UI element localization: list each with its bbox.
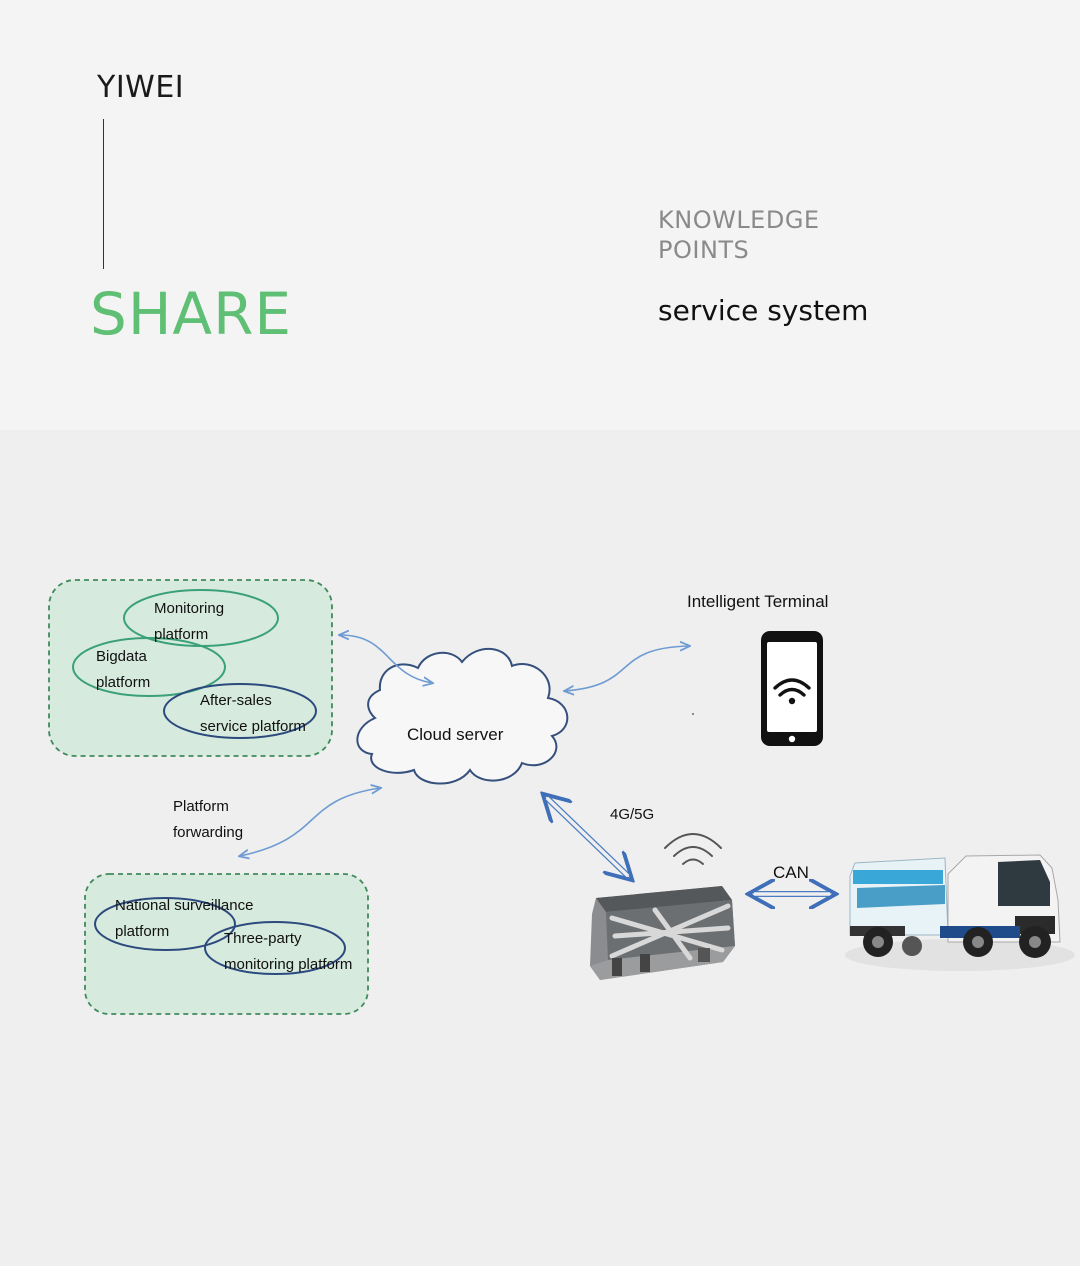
arrow-cloud-forwarding: [240, 788, 380, 856]
knowledge-points-label: KNOWLEDGE POINTS: [658, 205, 820, 265]
share-title: SHARE: [90, 280, 293, 348]
service-system-diagram: Monitoring platform Bigdata platform Aft…: [0, 430, 1080, 1266]
cloud-server-label: Cloud server: [407, 725, 504, 744]
monitoring-platform-line2: platform: [154, 626, 209, 643]
platform-forwarding-line2: forwarding: [173, 824, 244, 841]
bigdata-platform-line1: Bigdata: [96, 648, 147, 665]
phone-wifi-icon: [761, 631, 823, 746]
vertical-divider: [103, 119, 104, 269]
aftersales-platform-line2: service platform: [200, 718, 306, 735]
national-platform-line2: platform: [115, 923, 170, 940]
sweeper-truck-icon: [845, 854, 1075, 971]
stray-dot: [692, 713, 694, 715]
header-section: YIWEI SHARE KNOWLEDGE POINTS service sys…: [0, 0, 1080, 430]
three-party-platform-line2: monitoring platform: [224, 956, 353, 973]
bigdata-platform-label: Bigdata platform: [96, 644, 150, 696]
wireless-signal-icon: [664, 833, 722, 865]
aftersales-platform-ellipse: [163, 683, 317, 739]
bottom-platform-group: [84, 873, 369, 1015]
national-platform-label: National surveillance platform: [115, 893, 253, 945]
three-party-platform-line1: Three-party: [224, 930, 302, 947]
diagram-graphics: [48, 579, 1075, 1015]
section-subtitle: service system: [658, 294, 869, 327]
brand-name: YIWEI: [97, 70, 185, 105]
arrow-cloud-device: [547, 798, 628, 876]
intelligent-terminal-label: Intelligent Terminal: [687, 592, 829, 611]
platform-forwarding-label: Platform forwarding: [173, 794, 243, 846]
arrow-platforms-cloud: [340, 635, 432, 683]
monitoring-platform-label: Monitoring platform: [154, 596, 224, 648]
national-platform-line1: National surveillance: [115, 897, 254, 914]
can-bus-label: CAN: [773, 863, 809, 882]
knowledge-points-line1: KNOWLEDGE: [658, 206, 820, 234]
aftersales-platform-label: After-sales service platform: [200, 688, 306, 740]
aftersales-platform-line1: After-sales: [200, 692, 272, 709]
platform-forwarding-line1: Platform: [173, 798, 229, 815]
network-label: 4G/5G: [610, 806, 655, 823]
three-party-platform-label: Three-party monitoring platform: [224, 926, 352, 978]
arrow-cloud-terminal: [565, 646, 689, 691]
national-platform-ellipse: [94, 897, 236, 951]
three-party-platform-ellipse: [204, 921, 346, 975]
cloud-server-shape: [356, 647, 569, 785]
monitoring-platform-line1: Monitoring: [154, 600, 225, 617]
bigdata-platform-line2: platform: [96, 674, 151, 691]
bigdata-platform-ellipse: [72, 637, 226, 697]
telematics-box-icon: [590, 886, 735, 980]
knowledge-points-line2: POINTS: [658, 236, 750, 264]
top-platform-group: [48, 579, 333, 757]
